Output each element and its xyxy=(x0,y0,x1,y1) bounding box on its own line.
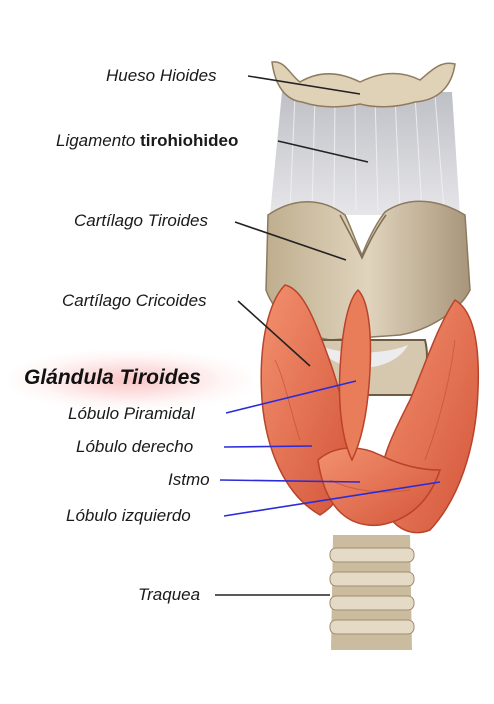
label-lobulo-izquierdo: Lóbulo izquierdo xyxy=(66,506,191,526)
label-ligamento-tirohiohideo: Ligamento tirohiohideo xyxy=(56,131,238,151)
label-traquea: Traquea xyxy=(138,585,200,605)
label-cartilago-tiroides: Cartílago Tiroides xyxy=(74,211,208,231)
leader-lobulo-derecho xyxy=(224,446,312,447)
trachea xyxy=(330,535,414,650)
thyrohyoid-ligament xyxy=(270,92,460,215)
ligament-membrane xyxy=(270,92,460,215)
trachea-ring xyxy=(330,572,414,586)
trachea-ring xyxy=(330,620,414,634)
label-lobulo-derecho: Lóbulo derecho xyxy=(76,437,193,457)
label-hueso-hioides: Hueso Hioides xyxy=(106,66,217,86)
label-tirohiohideo: tirohiohideo xyxy=(140,131,238,150)
trachea-ring xyxy=(330,596,414,610)
trachea-ring xyxy=(330,548,414,562)
label-glandula-tiroides: Glándula Tiroides xyxy=(24,366,201,390)
label-lobulo-piramidal: Lóbulo Piramidal xyxy=(68,404,195,424)
label-istmo: Istmo xyxy=(168,470,210,490)
label-cartilago-cricoides: Cartílago Cricoides xyxy=(62,291,207,311)
label-ligamento: Ligamento xyxy=(56,131,135,150)
